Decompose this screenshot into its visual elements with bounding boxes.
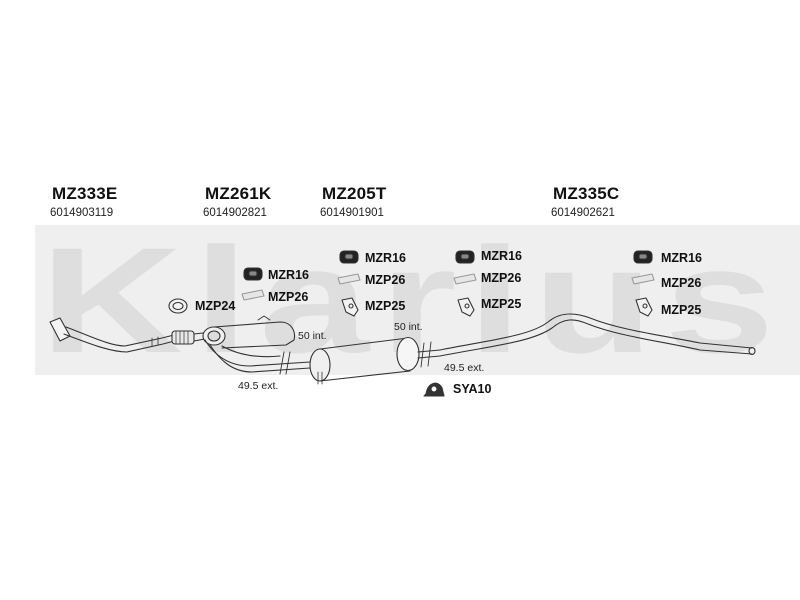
part-label-mzr16-4: MZR16	[661, 251, 702, 265]
joint-note-ext-2: 49.5 ext.	[444, 362, 485, 374]
hanger-icon-3	[457, 297, 475, 317]
part-label-mzp25-4: MZP25	[661, 303, 702, 317]
section-number-2: 6014902821	[203, 207, 267, 219]
bracket-icon-4	[631, 273, 655, 285]
section-number-3: 6014901901	[320, 207, 384, 219]
part-label-mzp26-4: MZP26	[661, 276, 702, 290]
part-label-mzr16-2: MZR16	[365, 251, 406, 265]
part-label-mzp26-2: MZP26	[365, 273, 406, 287]
section-code-3: MZ205T	[322, 184, 387, 203]
section-code-2: MZ261K	[205, 184, 272, 203]
part-label-mzp26-3: MZP26	[481, 271, 522, 285]
hanger-icon-4	[635, 297, 653, 317]
flex-joint	[171, 330, 206, 345]
part-label-sya10: SYA10	[453, 382, 492, 396]
section-number-4: 6014902621	[551, 207, 615, 219]
section-code-4: MZ335C	[553, 184, 620, 203]
joint-note-int-1: 50 int.	[298, 330, 327, 342]
part-label-mzp25-2: MZP25	[365, 299, 406, 313]
section-number-1: 6014903119	[50, 207, 114, 219]
mzp24-clamp-icon	[168, 298, 188, 314]
rubber-mount-icon-1	[243, 267, 263, 281]
front-pipe	[49, 317, 179, 353]
part-label-mzp24: MZP24	[195, 299, 236, 313]
tail-pipe	[417, 313, 756, 368]
section-code-1: MZ333E	[52, 184, 118, 203]
sya10-fitting-icon	[423, 382, 445, 397]
part-label-mzp25-3: MZP25	[481, 297, 522, 311]
bracket-icon-2	[337, 273, 361, 285]
joint-note-ext-1: 49.5 ext.	[238, 380, 279, 392]
bracket-icon-1	[241, 289, 265, 301]
part-label-mzr16-3: MZR16	[481, 249, 522, 263]
rear-silencer	[309, 336, 420, 385]
rubber-mount-icon-3	[455, 250, 475, 264]
cat-converter	[202, 315, 296, 358]
bracket-icon-3	[453, 273, 477, 285]
joint-note-int-2: 50 int.	[394, 321, 423, 333]
rubber-mount-icon-2	[339, 250, 359, 264]
rubber-mount-icon-4	[633, 250, 653, 264]
hanger-icon-2	[341, 297, 359, 317]
mid-pipe-1	[204, 339, 311, 375]
part-label-mzr16-1: MZR16	[268, 268, 309, 282]
part-label-mzp26-1: MZP26	[268, 290, 309, 304]
